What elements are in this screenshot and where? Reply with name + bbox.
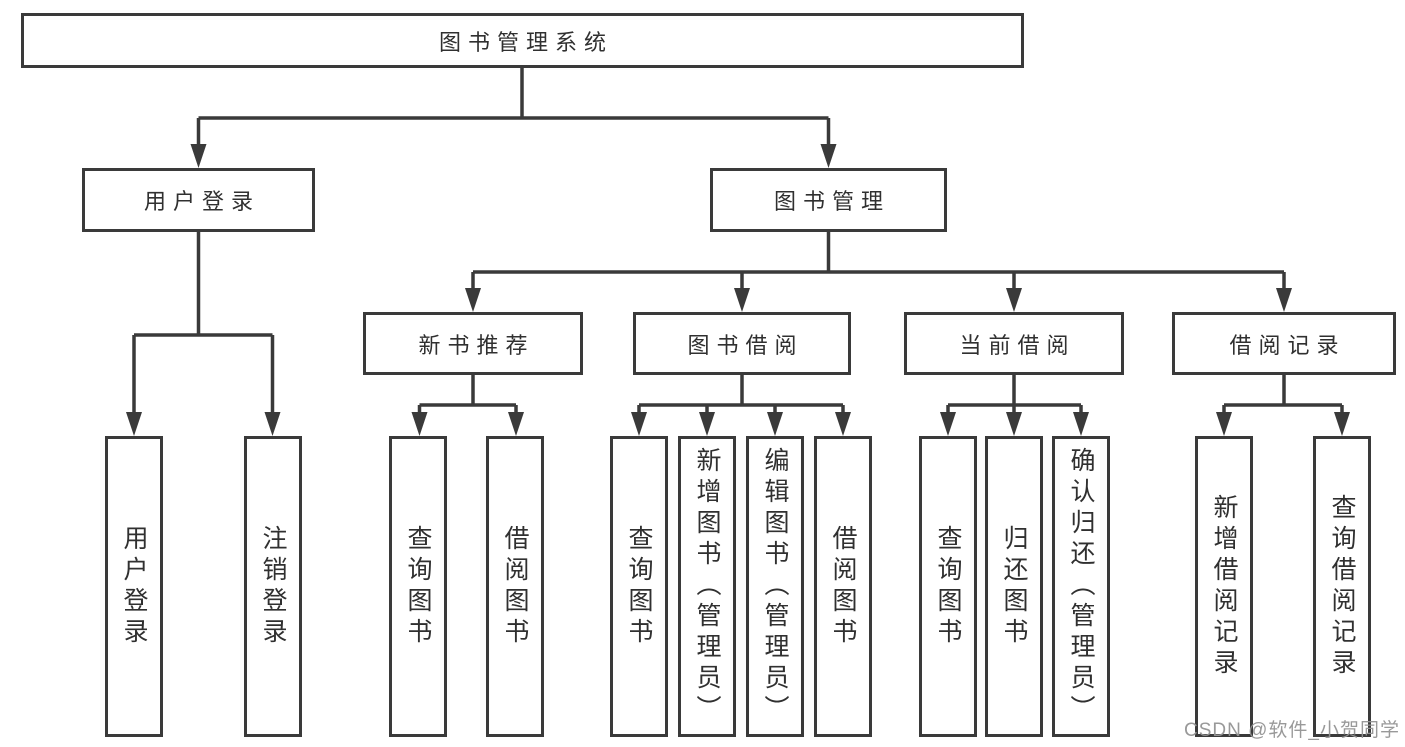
- node-current-borrow: 当前借阅: [904, 312, 1124, 375]
- csdn-watermark: CSDN @软件_小贺同学: [1184, 720, 1400, 741]
- leaf-user-login: 用户登录: [105, 436, 163, 737]
- node-borrow-records: 借阅记录: [1172, 312, 1396, 375]
- leaf-logout: 注销登录: [244, 436, 302, 737]
- node-user-login: 用户登录: [82, 168, 315, 232]
- leaf-query-books-current: 查询图书: [919, 436, 977, 737]
- leaf-add-borrow-record: 新增借阅记录: [1195, 436, 1253, 737]
- leaf-add-books-admin: 新增图书（管理员）: [678, 436, 736, 737]
- leaf-return-books: 归还图书: [985, 436, 1043, 737]
- leaf-query-books-borrow: 查询图书: [610, 436, 668, 737]
- leaf-borrow-books-recommend: 借阅图书: [486, 436, 544, 737]
- node-book-management: 图书管理: [710, 168, 947, 232]
- leaf-query-borrow-record: 查询借阅记录: [1313, 436, 1371, 737]
- leaf-borrow-books: 借阅图书: [814, 436, 872, 737]
- node-book-borrow: 图书借阅: [633, 312, 851, 375]
- node-library-management-system: 图书管理系统: [21, 13, 1024, 68]
- leaf-confirm-return-admin: 确认归还（管理员）: [1052, 436, 1110, 737]
- leaf-edit-books-admin: 编辑图书（管理员）: [746, 436, 804, 737]
- node-new-book-recommend: 新书推荐: [363, 312, 583, 375]
- leaf-query-books-recommend: 查询图书: [389, 436, 447, 737]
